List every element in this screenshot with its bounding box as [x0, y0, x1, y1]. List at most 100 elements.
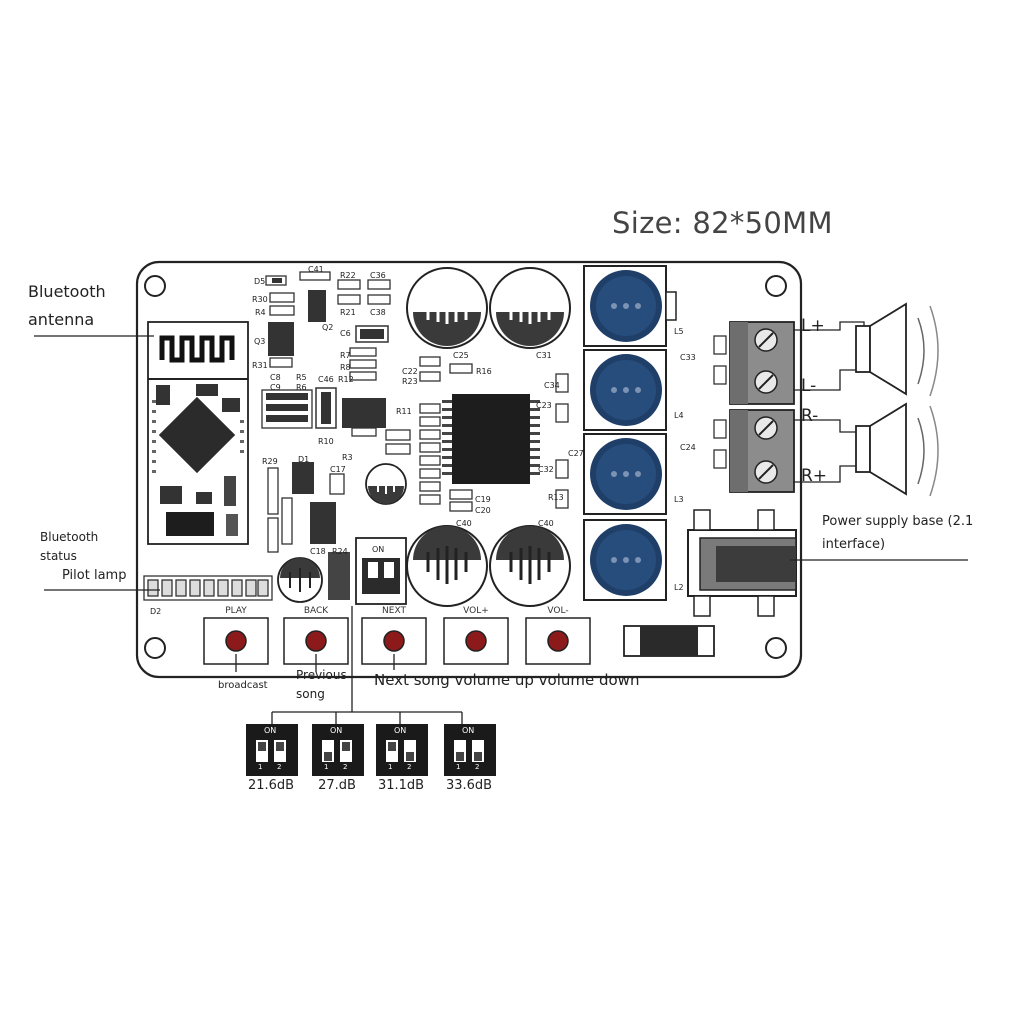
callout-bluetooth-status-1: Bluetooth [40, 530, 99, 544]
button-label-vol-down: VOL- [547, 606, 569, 616]
gain-switch-1-label: 21.6dB [247, 778, 295, 793]
gain-switch-1-pos1: 1 [258, 763, 263, 771]
silk-r8: R8 [340, 363, 351, 372]
capacitor-small [365, 463, 407, 505]
callout-power-supply-2: interface) [822, 537, 886, 552]
callout-bluetooth-antenna-1: Bluetooth [28, 282, 106, 301]
silk-r3: R3 [342, 453, 353, 462]
silk-c33: C33 [680, 353, 696, 362]
capacitor-c18 [277, 557, 323, 603]
button-vol-up [443, 617, 509, 665]
callout-power-supply-1: Power supply base (2.1 [822, 514, 974, 529]
silk-c17: C17 [330, 465, 346, 474]
silk-r7: R7 [340, 351, 351, 360]
top-components [261, 271, 411, 553]
inductor-l2 [583, 519, 667, 601]
button-label-next: NEXT [382, 606, 406, 616]
board-switch-on-label: ON [372, 545, 385, 554]
button-back [283, 617, 349, 665]
callout-broadcast: broadcast [218, 680, 268, 691]
amplifier-chip [442, 394, 540, 484]
silk-c36: C36 [370, 271, 386, 280]
callout-bluetooth-status-2: status [40, 549, 77, 563]
silk-r31: R31 [252, 361, 268, 370]
gain-switch-4-pos2: 2 [475, 763, 480, 771]
terminal-block-right [729, 409, 795, 493]
silk-r6: R6 [296, 383, 307, 392]
capacitor-c40-right [489, 525, 571, 607]
gain-switch-2 [312, 724, 364, 776]
resistor-column [419, 335, 727, 512]
silk-c31: C31 [536, 351, 552, 360]
terminal-label-r-minus: R- [801, 406, 819, 426]
button-vol-down [525, 617, 591, 665]
mount-hole-bl [144, 637, 166, 659]
silk-c24: C24 [680, 443, 696, 452]
callout-next-volume: Next song volume up volume down [374, 671, 640, 689]
silk-c40-left: C40 [456, 519, 472, 528]
mount-hole-br [765, 637, 787, 659]
gain-switch-4-on: ON [462, 726, 475, 735]
silk-d2: D2 [150, 607, 162, 616]
silk-r12: R12 [338, 375, 354, 384]
silk-c6: C6 [340, 329, 351, 338]
silk-c23: C23 [536, 401, 552, 410]
inductor-l4 [583, 349, 667, 431]
callout-previous-1: Previous [296, 668, 347, 682]
gain-switch-1-pos2: 2 [277, 763, 282, 771]
silk-c32: C32 [538, 465, 554, 474]
gain-switch-3-pos2: 2 [407, 763, 412, 771]
gain-switch-2-pos1: 1 [324, 763, 329, 771]
silk-r4: R4 [255, 308, 266, 317]
silk-q3: Q3 [254, 337, 266, 346]
silk-c20: C20 [475, 506, 491, 515]
silk-c25: C25 [453, 351, 469, 360]
silk-c18: C18 [310, 547, 326, 556]
callout-lines [34, 321, 968, 724]
silk-r13: R13 [548, 493, 564, 502]
silk-r10: R10 [318, 437, 334, 446]
button-label-vol-up: VOL+ [463, 606, 489, 616]
gain-switch-3-pos1: 1 [388, 763, 393, 771]
bluetooth-module [147, 321, 249, 545]
gain-switch-2-pos2: 2 [343, 763, 348, 771]
silk-d5: D5 [254, 277, 266, 286]
silk-l2: L2 [674, 583, 684, 592]
silk-c8: C8 [270, 373, 281, 382]
bt-chip [158, 396, 236, 474]
silk-c40-right: C40 [538, 519, 554, 528]
silk-r21: R21 [340, 308, 356, 317]
size-title: Size: 82*50MM [612, 206, 833, 240]
gain-switch-1-on: ON [264, 726, 277, 735]
mount-hole-tl [144, 275, 166, 297]
callout-previous-2: song [296, 687, 325, 701]
silk-d1: D1 [298, 455, 310, 464]
gain-switch-1 [246, 724, 298, 776]
silk-c27: C27 [568, 449, 584, 458]
silk-l5: L5 [674, 327, 684, 336]
antenna-trace [159, 335, 235, 363]
callout-pilot-lamp: Pilot lamp [62, 568, 127, 583]
gain-switch-2-label: 27.dB [318, 778, 356, 793]
silk-c34: C34 [544, 381, 560, 390]
silk-c9: C9 [270, 383, 281, 392]
inductor-l5 [583, 265, 677, 347]
gain-switch-4-pos1: 1 [456, 763, 461, 771]
button-label-back: BACK [303, 606, 329, 616]
silk-l3: L3 [674, 495, 684, 504]
silk-r16: R16 [476, 367, 492, 376]
fuse [623, 625, 715, 657]
gain-switch-3 [376, 724, 428, 776]
capacitor-c31 [489, 267, 571, 349]
silk-r29: R29 [262, 457, 278, 466]
silk-c38: C38 [370, 308, 386, 317]
terminal-block-left [729, 321, 795, 405]
board-dip-switch [328, 537, 407, 605]
gain-switch-3-on: ON [394, 726, 407, 735]
dc-power-jack [687, 509, 797, 617]
mount-hole-tr [765, 275, 787, 297]
gain-switch-4-label: 33.6dB [445, 778, 493, 793]
speaker-left-icon [855, 302, 939, 397]
silk-c41: C41 [308, 265, 324, 274]
capacitor-c25 [406, 267, 488, 349]
